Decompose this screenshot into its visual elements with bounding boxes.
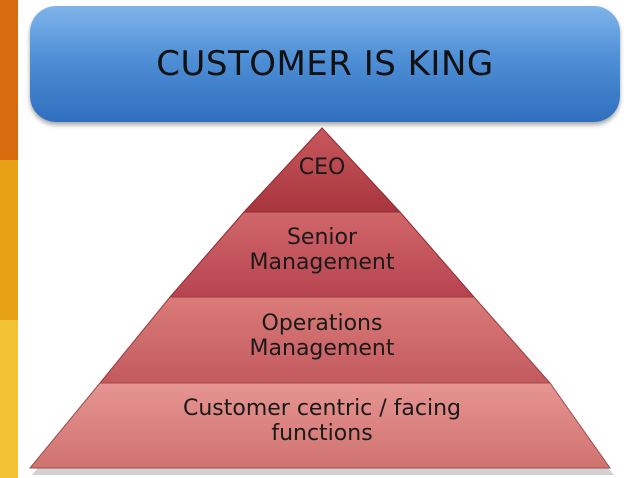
tier-label-senior-management: Senior Management: [222, 225, 422, 275]
tier-label-line1: CEO: [298, 155, 346, 180]
pyramid-tier-customer-functions: [28, 382, 611, 469]
tier-label-customer-functions: Customer centric / facing functions: [132, 396, 512, 446]
title-banner: CUSTOMER IS KING: [30, 6, 620, 122]
tier-label-line2: functions: [271, 420, 373, 446]
tier-label-ceo: CEO: [262, 155, 382, 181]
tier-label-line2: Management: [249, 335, 395, 361]
accent-strip-bottom: [0, 320, 18, 478]
accent-strip-top: [0, 0, 18, 160]
tier-label-operations-management: Operations Management: [192, 311, 452, 361]
tier-label-line1: Customer centric / facing: [182, 396, 462, 421]
tier-label-line1: Senior: [286, 225, 358, 250]
banner-title: CUSTOMER IS KING: [156, 44, 494, 84]
tier-label-line2: Management: [249, 249, 395, 275]
accent-strip-middle: [0, 160, 18, 320]
tier-label-line1: Operations: [261, 311, 383, 336]
